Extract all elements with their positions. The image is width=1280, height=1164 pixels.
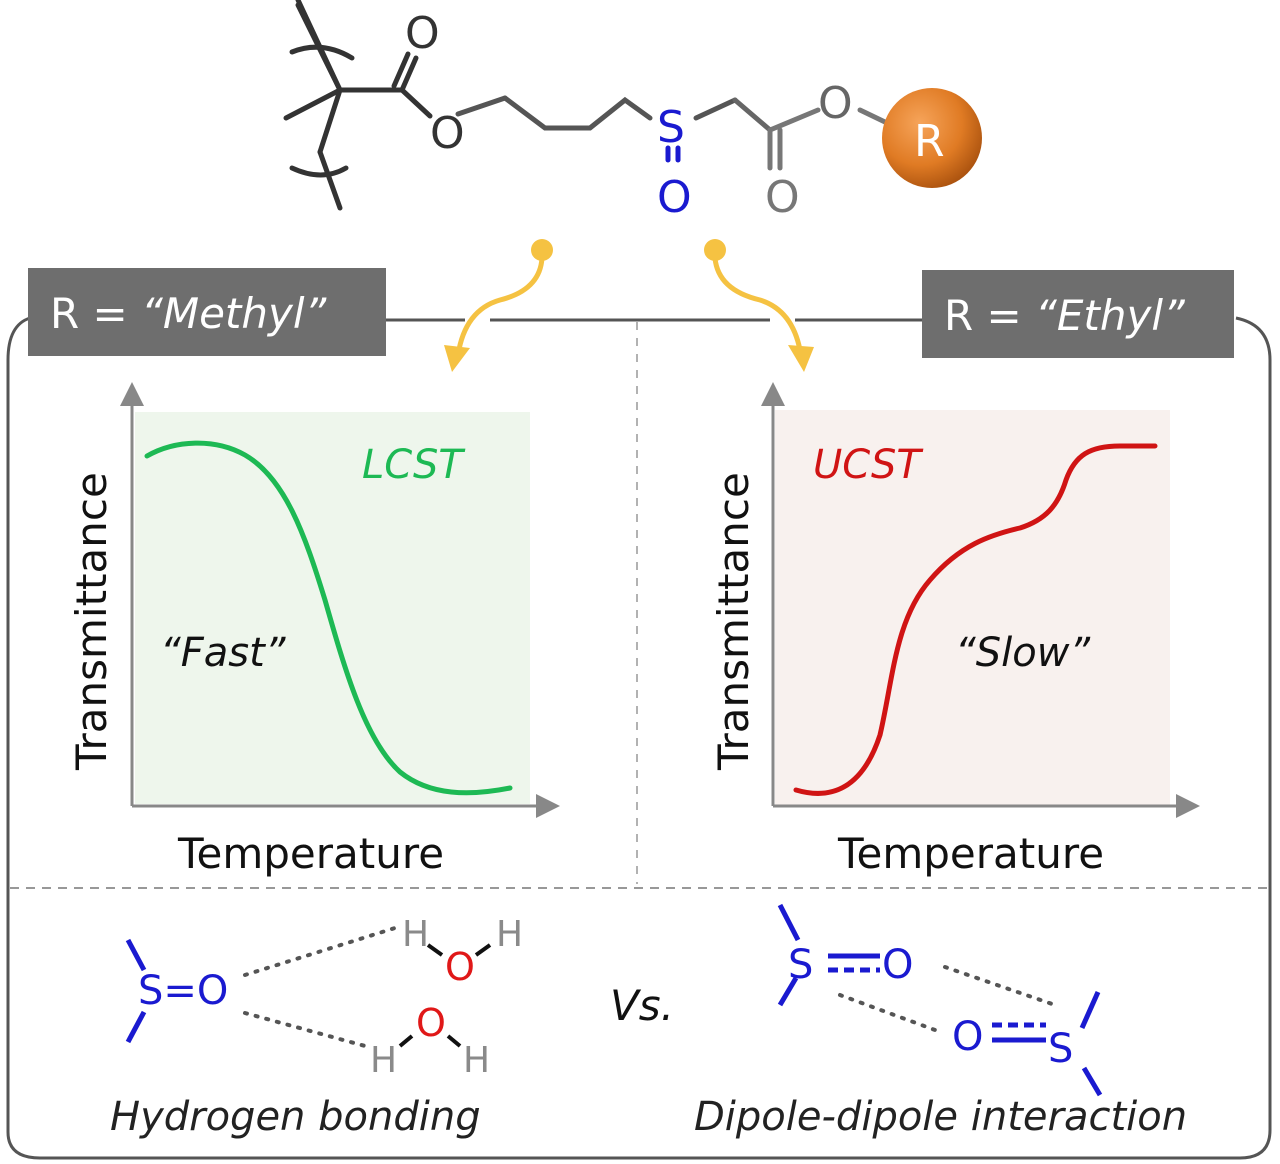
ethyl-label: R = “Ethyl” bbox=[944, 291, 1186, 340]
x-axis-label: Temperature bbox=[177, 829, 444, 878]
lcst-label: LCST bbox=[362, 442, 466, 488]
y-axis-arrow-icon bbox=[120, 382, 144, 406]
ucst-label: UCST bbox=[813, 442, 924, 488]
dipole-dipole-diagram: S O O S Dipole-dipole interaction bbox=[694, 903, 1187, 1140]
x-axis-arrow-icon bbox=[536, 794, 560, 818]
atom-o-acetate-carbonyl: O bbox=[765, 172, 800, 223]
svg-text:H: H bbox=[370, 1040, 397, 1081]
atom-o-sulfoxide: O bbox=[657, 172, 692, 223]
svg-text:S: S bbox=[1048, 1026, 1073, 1072]
sulfoxide-so: S=O bbox=[138, 968, 228, 1014]
svg-text:O: O bbox=[952, 1014, 983, 1060]
fast-label: “Fast” bbox=[160, 630, 286, 676]
lcst-plot-area bbox=[135, 412, 530, 804]
r-group-label: R bbox=[914, 116, 945, 167]
water-oxygen: O bbox=[445, 945, 475, 989]
svg-text:H: H bbox=[463, 1040, 490, 1081]
polymer-structure bbox=[283, 0, 888, 211]
hydrogen-bonding-diagram: S=O H H O O H H Hydrogen bonding bbox=[110, 914, 523, 1140]
svg-text:H: H bbox=[402, 914, 429, 955]
hydrogen-bonding-caption: Hydrogen bonding bbox=[110, 1094, 481, 1140]
atom-s-sulfoxide: S bbox=[657, 102, 685, 153]
svg-text:H: H bbox=[496, 914, 523, 955]
yellow-arrow-left bbox=[444, 239, 553, 372]
ethyl-label-box bbox=[922, 270, 1234, 358]
svg-text:O: O bbox=[882, 942, 913, 988]
x-axis-label: Temperature bbox=[837, 829, 1104, 878]
r-group-sphere bbox=[882, 88, 982, 188]
atom-o-carbonyl: O bbox=[405, 8, 440, 59]
x-axis-arrow-icon bbox=[1176, 794, 1200, 818]
water-oxygen: O bbox=[416, 1001, 446, 1045]
ucst-plot-area bbox=[775, 410, 1170, 805]
y-axis-label: Transmittance bbox=[709, 472, 758, 771]
dipole-dipole-caption: Dipole-dipole interaction bbox=[694, 1094, 1187, 1140]
slow-label: “Slow” bbox=[955, 630, 1090, 676]
lcst-chart: LCST “Fast” Transmittance Temperature bbox=[67, 382, 560, 878]
methyl-label: R = “Methyl” bbox=[50, 289, 328, 338]
yellow-arrow-right bbox=[704, 239, 814, 372]
comparison-frame bbox=[6, 316, 1272, 1160]
repeat-bracket-bottom bbox=[289, 165, 349, 178]
ucst-curve bbox=[793, 443, 1158, 796]
atom-o-acetate: O bbox=[818, 78, 853, 129]
svg-text:S: S bbox=[788, 942, 813, 988]
lcst-curve bbox=[144, 440, 513, 796]
y-axis-arrow-icon bbox=[761, 382, 785, 406]
versus-label: Vs. bbox=[610, 981, 674, 1030]
atom-o-ester: O bbox=[430, 108, 465, 159]
y-axis-label: Transmittance bbox=[67, 472, 116, 771]
methyl-label-box bbox=[28, 268, 386, 356]
repeat-bracket-top bbox=[289, 44, 355, 61]
ucst-chart: UCST “Slow” Transmittance Temperature bbox=[709, 382, 1200, 878]
